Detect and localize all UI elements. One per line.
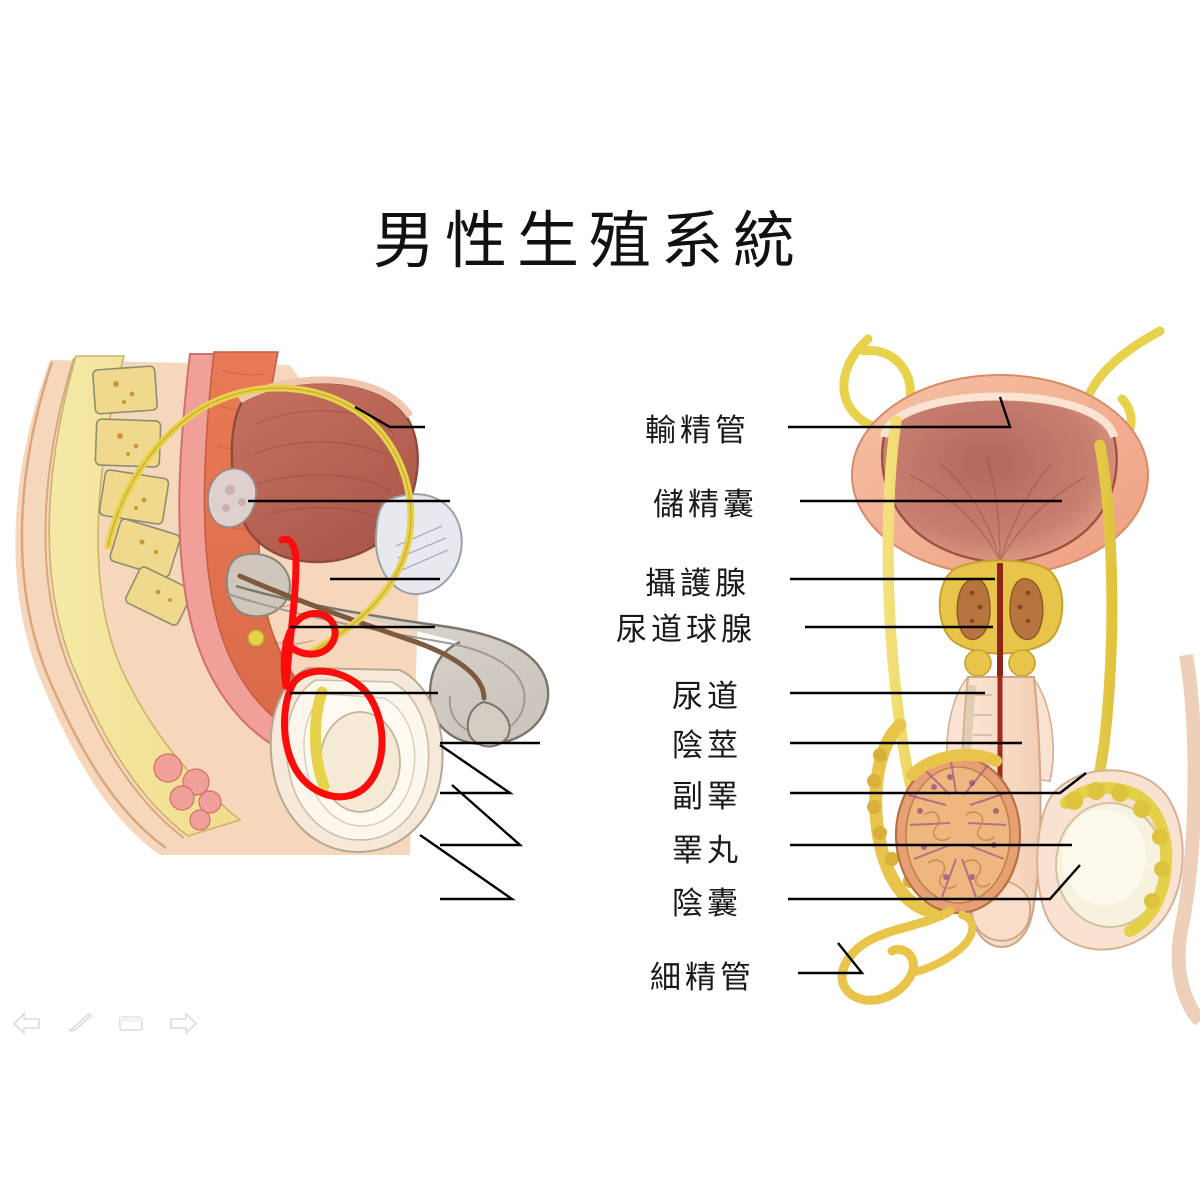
label-seminiferous-tubule: 細精管	[650, 960, 755, 996]
forward-arrow-icon[interactable]	[168, 1010, 198, 1036]
figure-anterior-view	[837, 326, 1200, 1025]
label-testis: 睪丸	[672, 833, 742, 869]
label-epididymis: 副睪	[672, 779, 742, 815]
page-title: 男性生殖系統	[372, 204, 805, 277]
back-arrow-icon[interactable]	[12, 1010, 42, 1036]
label-urethra: 尿道	[672, 679, 742, 715]
label-prostate-gland: 攝護腺	[645, 566, 750, 602]
label-penis: 陰莖	[672, 728, 742, 764]
label-scrotum: 陰囊	[672, 886, 742, 922]
rectangle-icon[interactable]	[116, 1010, 146, 1036]
figure-sagittal-section	[15, 351, 550, 855]
slideshow-navigation-bar[interactable]	[12, 1010, 198, 1036]
label-vas-deferens: 輸精管	[645, 413, 750, 449]
label-seminal-vesicle: 儲精囊	[653, 487, 758, 523]
label-bulbourethral-gland: 尿道球腺	[616, 612, 756, 648]
slide-canvas: 男性生殖系統	[0, 145, 1200, 1190]
pen-icon[interactable]	[64, 1010, 94, 1036]
